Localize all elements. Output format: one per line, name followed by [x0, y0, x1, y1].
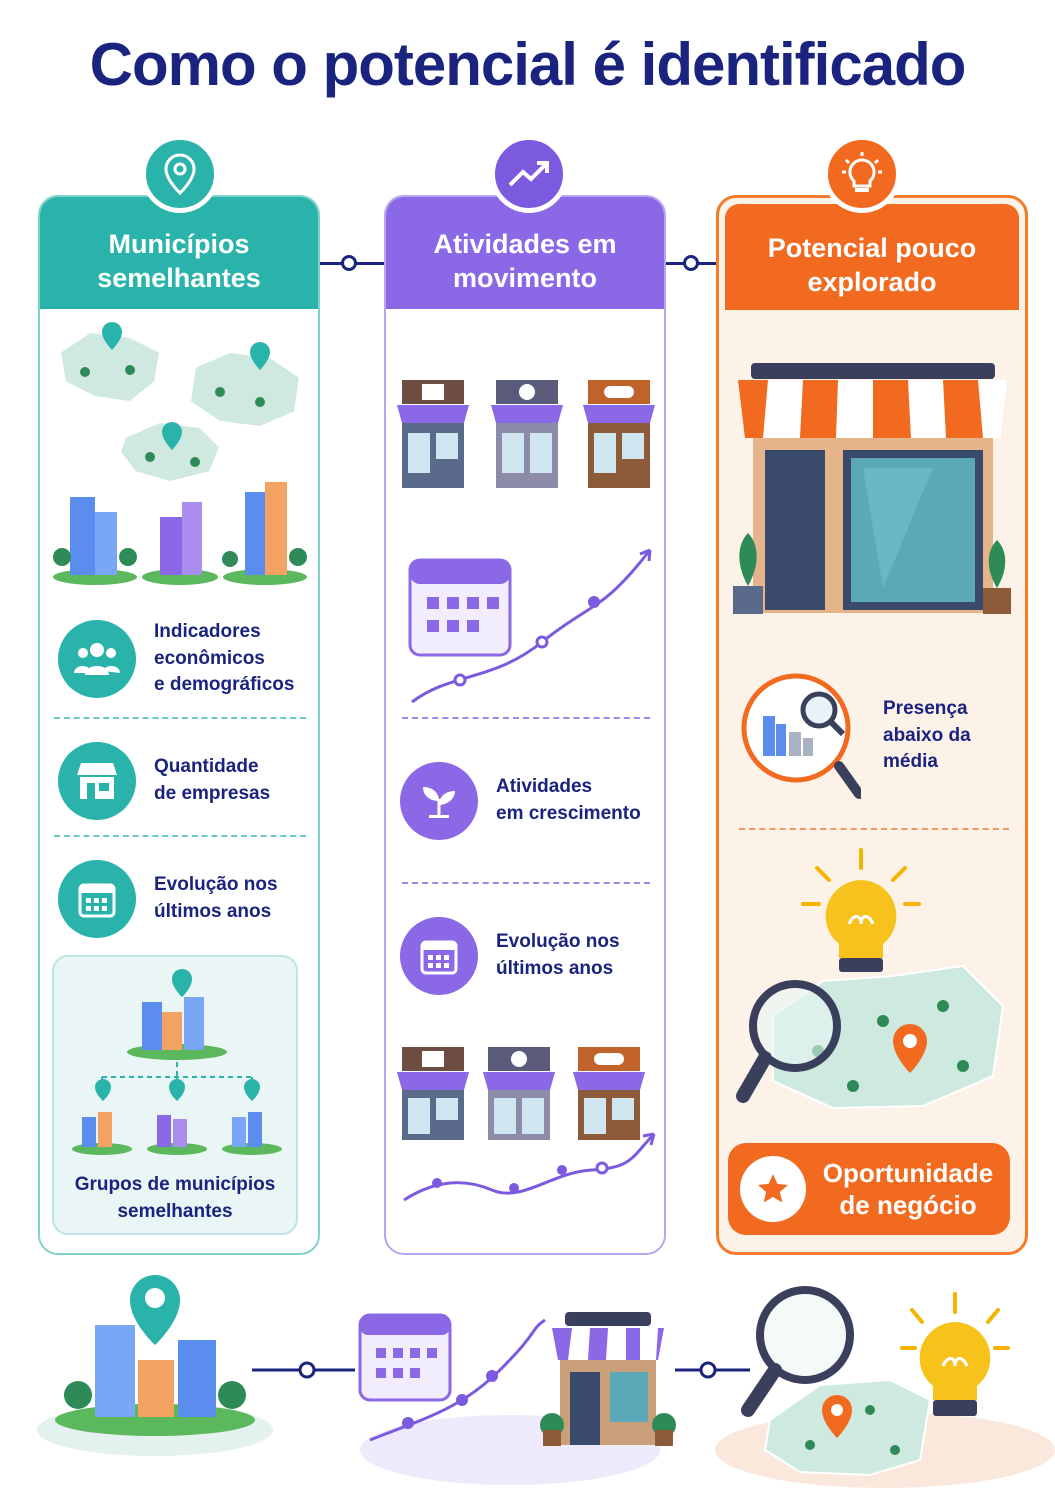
divider [402, 882, 650, 884]
municipality-maps-illustration [58, 322, 302, 484]
feature-evolution-activities: Evolução nos últimos anos [400, 917, 620, 995]
feature-below-average: Presença abaixo da média [741, 666, 971, 806]
column-header-line: movimento [452, 263, 597, 293]
storefronts-trend-illustration [397, 1047, 656, 1202]
feature-text: Evolução nos [154, 874, 278, 896]
feature-text: média [883, 751, 938, 773]
group-label: semelhantes [117, 1200, 233, 1222]
opportunity-text: Oportunidade [822, 1157, 994, 1188]
divider [54, 717, 306, 719]
calendar-icon [58, 860, 136, 938]
magnifier-icon [741, 673, 861, 799]
connector-dot-2 [683, 255, 699, 271]
feature-text: e demográficos [154, 674, 295, 696]
feature-text: Evolução nos [496, 931, 620, 953]
feature-text: últimos anos [154, 901, 272, 922]
feature-evolution: Evolução nos últimos anos [58, 860, 278, 938]
feature-growing-activities: Atividades em crescimento [400, 762, 641, 840]
business-opportunity-banner: Oportunidade de negócio [728, 1143, 1010, 1235]
column-header-line: Atividades em [433, 229, 617, 260]
storefront-illustration [733, 363, 1011, 614]
opportunity-text: de negócio [839, 1190, 977, 1220]
location-pin-icon [141, 135, 219, 213]
feature-text: Indicadores [154, 621, 261, 642]
feature-text: Presença [883, 698, 968, 720]
city-buildings-illustration [53, 482, 307, 585]
feature-text: econômicos [154, 647, 265, 669]
column-header-line: semelhantes [97, 263, 261, 293]
sprout-icon [400, 762, 478, 840]
group-label: Grupos de municípios [74, 1174, 276, 1195]
feature-text: Quantidade [154, 756, 259, 778]
feature-text: últimos anos [496, 958, 614, 979]
connector-dot-1 [341, 255, 357, 271]
feature-text: de empresas [154, 783, 271, 804]
calendar-growth-illustration [408, 548, 652, 704]
feature-text: abaixo da [883, 724, 971, 746]
divider [402, 717, 650, 719]
people-icon [58, 619, 136, 698]
storefront-icon [58, 742, 136, 820]
opportunity-map-illustration [736, 848, 1005, 1110]
calendar-icon [400, 917, 478, 995]
municipality-groups-box: Grupos de municípios semelhantes [52, 955, 298, 1235]
bottom-flow-illustration [37, 1275, 1055, 1488]
column-moving-activities: Atividades em movimento [384, 195, 666, 1255]
divider [739, 828, 1009, 830]
municipality-groups-illustration [72, 969, 282, 1155]
feature-indicators: Indicadores econômicos e demográficos [58, 619, 294, 699]
feature-company-count: Quantidade de empresas [58, 742, 270, 820]
page-title: Como o potencial é identificado [89, 31, 967, 98]
column-header-line: explorado [807, 267, 937, 297]
column-header: Potencial pouco explorado [725, 204, 1019, 310]
feature-text: Atividades [496, 776, 593, 798]
column-header: Atividades em movimento [386, 197, 664, 309]
lightbulb-icon [823, 135, 901, 213]
column-header: Municípios semelhantes [40, 197, 318, 309]
column-header-line: Potencial pouco [767, 233, 977, 264]
divider [54, 835, 306, 837]
column-header-line: Municípios [108, 229, 250, 260]
trend-up-icon [490, 135, 568, 213]
star-icon [740, 1156, 806, 1222]
storefronts-illustration [397, 380, 655, 488]
feature-text: em crescimento [496, 803, 641, 824]
column-untapped-potential: Potencial pouco explorado Presença abaix… [716, 195, 1028, 1255]
